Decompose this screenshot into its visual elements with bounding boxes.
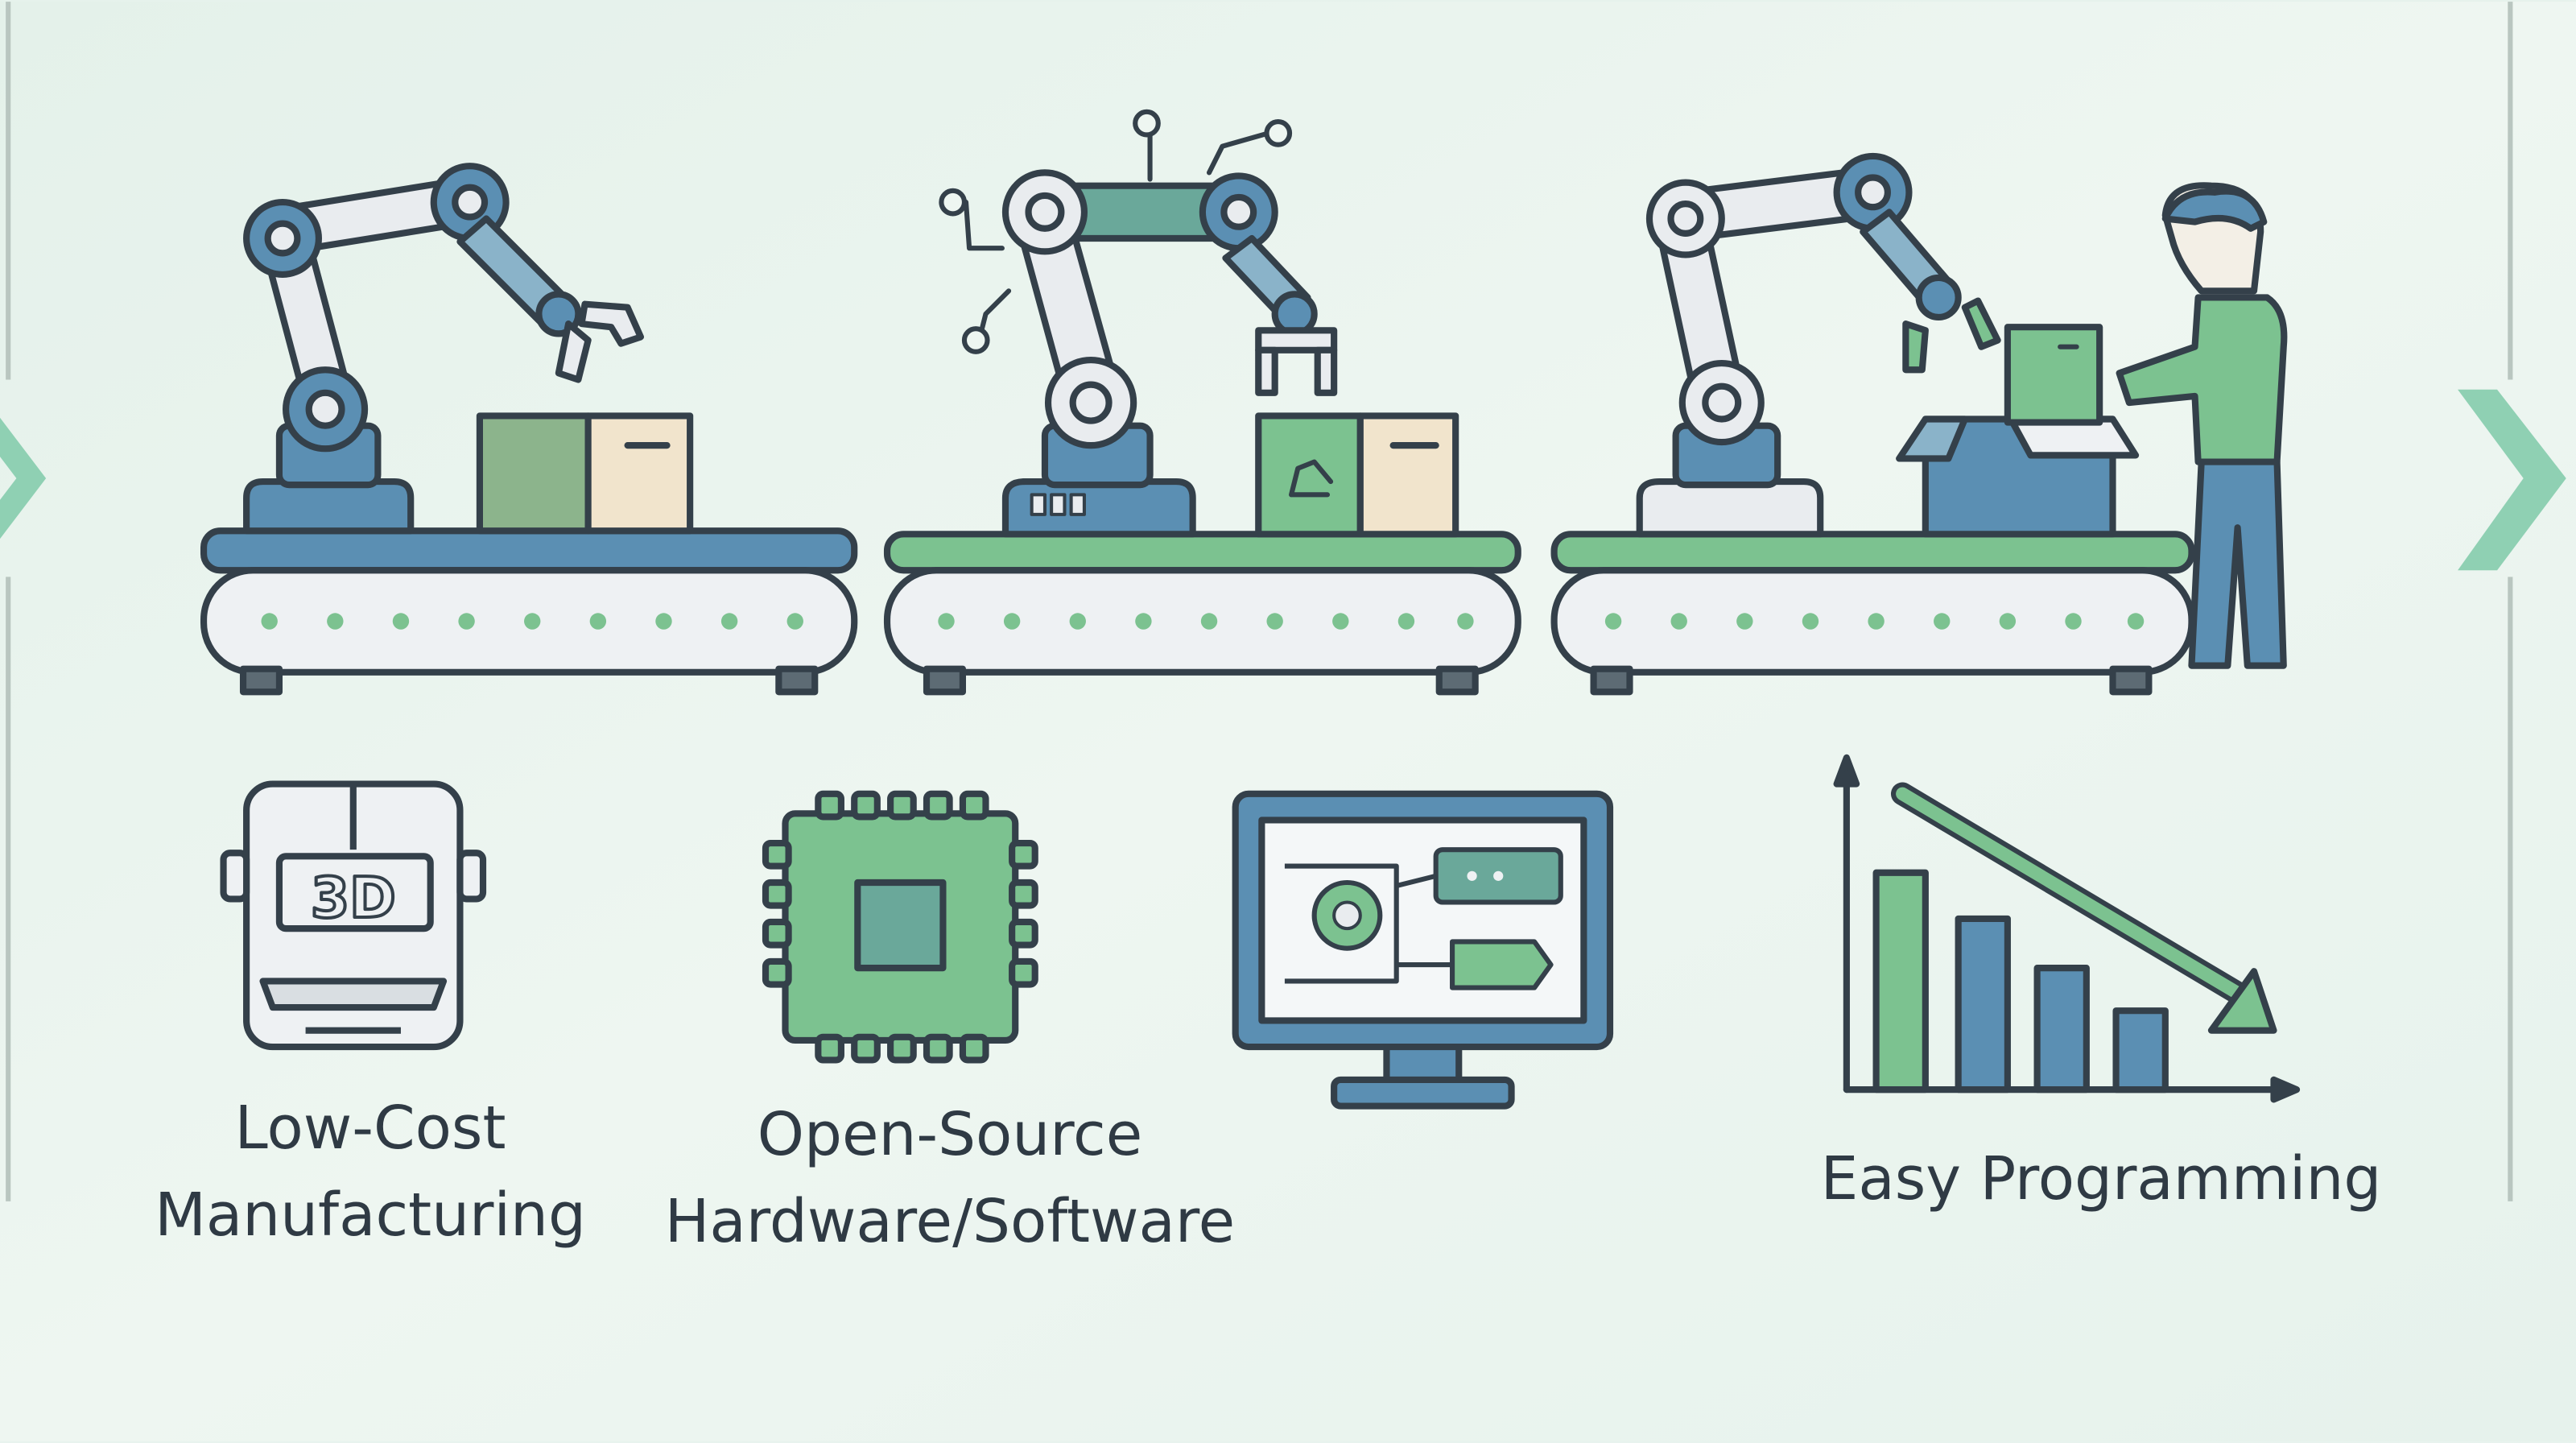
caption-line: Hardware/Software xyxy=(664,1187,1236,1256)
conveyor-belt xyxy=(1550,531,2195,696)
caption-line: Open-Source xyxy=(757,1100,1143,1169)
caption-line: Easy Programming xyxy=(1820,1144,2382,1214)
worker-figure xyxy=(2116,182,2288,669)
3d-printer-icon: 3D xyxy=(220,780,487,1051)
caption-line: Low-Cost xyxy=(234,1094,506,1163)
caption-line: Manufacturing xyxy=(155,1180,586,1250)
collaborative-robot-station xyxy=(1550,152,2288,696)
microchip-icon xyxy=(762,790,1038,1064)
low-cost-manufacturing-label: Low-Cost Manufacturing xyxy=(129,1085,612,1259)
easy-programming-label: Easy Programming xyxy=(1755,1135,2447,1222)
printer-label: 3D xyxy=(311,866,396,931)
open-source-label: Open-Source Hardware/Software xyxy=(636,1091,1264,1265)
decreasing-bar-chart-icon xyxy=(1833,754,2301,1103)
robot-arm-station-2 xyxy=(883,109,1521,696)
monitor-flowchart-icon xyxy=(1232,790,1614,1110)
conveyor-belt xyxy=(883,531,1521,696)
left-chevron-icon[interactable] xyxy=(0,396,47,560)
conveyor-belt xyxy=(200,527,858,696)
right-chevron-icon[interactable] xyxy=(2458,389,2566,571)
robot-arm-station-1 xyxy=(200,163,858,696)
network-nodes-icon xyxy=(939,109,1293,354)
